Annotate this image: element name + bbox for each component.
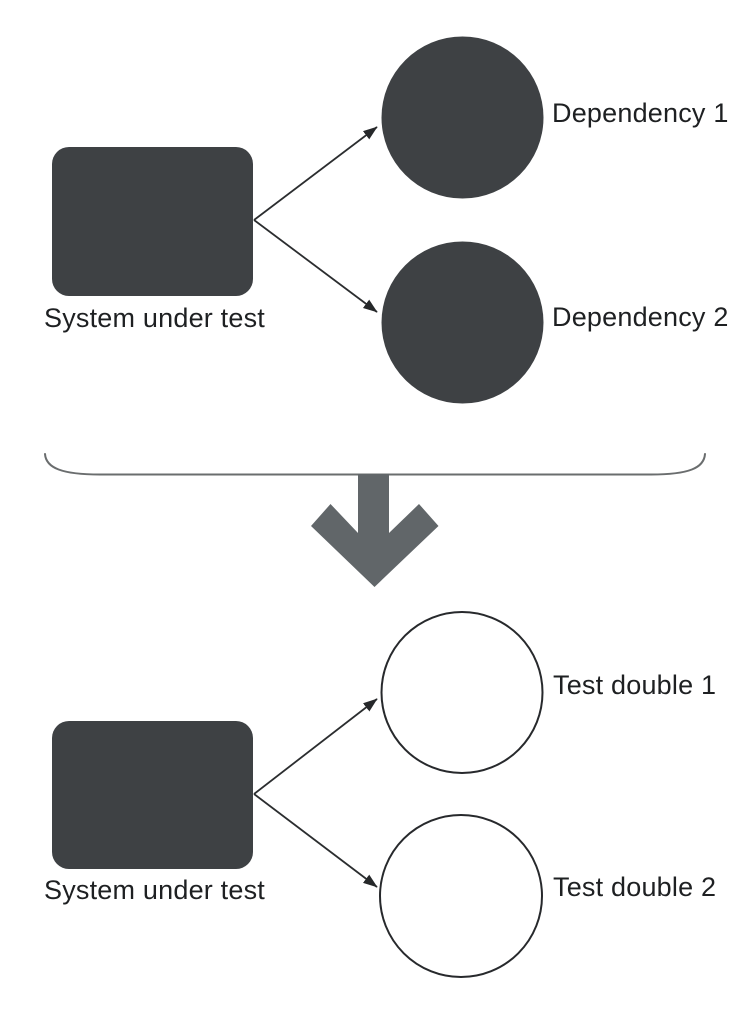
arrow-to-dependency-1: [253, 126, 378, 221]
test-double-2-circle: [379, 814, 543, 978]
arrow-to-test-double-1: [253, 698, 378, 795]
brace-curve: [44, 453, 706, 476]
test-double-1-circle: [380, 611, 544, 774]
system-under-test-box-top: [52, 147, 253, 296]
arrow-to-dependency-2: [253, 219, 378, 313]
arrow-to-test-double-2: [253, 793, 378, 888]
dependency-2-label: Dependency 2: [552, 302, 729, 332]
system-under-test-box-bottom: [52, 721, 253, 869]
test-double-2-label: Test double 2: [553, 872, 717, 902]
test-double-1-label: Test double 1: [553, 670, 717, 700]
system-under-test-label-bottom: System under test: [44, 875, 265, 905]
system-under-test-label-top: System under test: [44, 303, 265, 333]
dependency-1-circle: [381, 36, 544, 199]
dependency-1-label: Dependency 1: [552, 98, 729, 128]
dependency-2-circle: [381, 241, 544, 404]
transform-down-arrow-icon: [311, 474, 439, 587]
